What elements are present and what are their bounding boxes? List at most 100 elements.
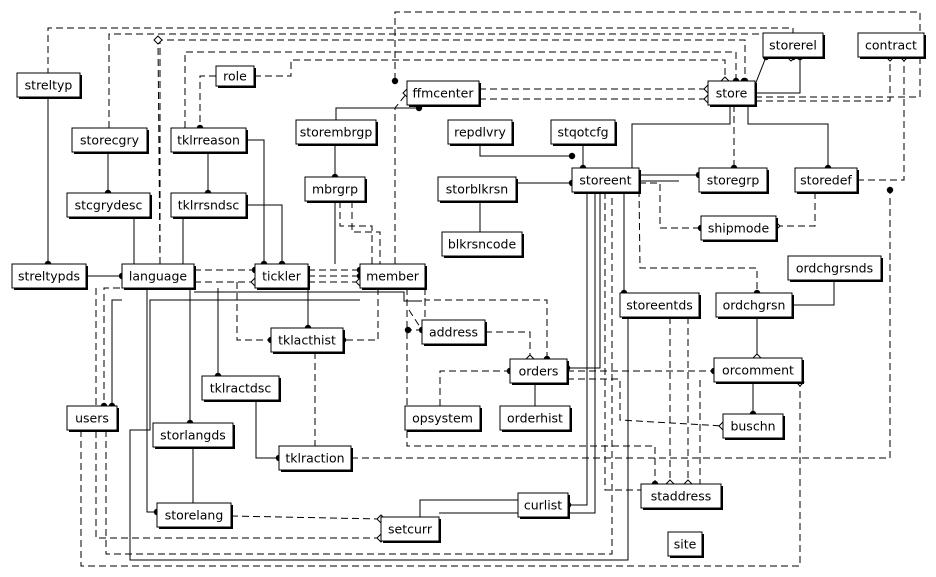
entity-box [550,119,616,145]
entity-label: repdlvry [454,125,506,140]
non-identifying-relationship-line [639,182,701,229]
entity-storedef[interactable]: storedef [794,167,859,194]
entity-box [640,483,722,509]
entity-setcurr[interactable]: setcurr [380,516,441,543]
entity-box [359,263,426,289]
entity-label: storedef [800,173,852,188]
entity-ordchgrsn[interactable]: ordchgrsn [715,292,794,319]
non-identifying-relationship-line [394,11,921,98]
entity-mbrgrp[interactable]: mbrgrp [304,176,367,203]
non-identifying-relationship-line [485,331,531,359]
optional-end-marker [153,35,163,45]
entity-tklacthist[interactable]: tklacthist [270,327,345,354]
entity-tklrrsndsc[interactable]: tklrrsndsc [170,192,248,219]
entity-storembrgp[interactable]: storembrgp [295,119,378,146]
entity-staddress[interactable]: staddress [640,483,723,510]
entity-blkrsncode[interactable]: blkrsncode [441,231,524,258]
entity-box [499,405,571,431]
identifying-relationship-line [246,139,265,264]
entity-storelang[interactable]: storelang [156,502,233,529]
entity-member[interactable]: member [359,263,427,290]
entity-label: users [75,411,109,426]
entity-storlangds[interactable]: storlangds [152,422,235,449]
entity-storblkrsn[interactable]: storblkrsn [437,176,518,203]
entity-box [278,445,352,471]
non-identifying-relationship-line [567,378,724,427]
entity-storegrp[interactable]: storegrp [698,167,769,194]
entity-label: buschn [730,419,775,434]
identifying-relationship-line [567,192,601,369]
entity-stqotcfg[interactable]: stqotcfg [550,119,617,146]
entity-ordchgrsnds[interactable]: ordchgrsnds [787,255,883,282]
entity-tklrreason[interactable]: tklrreason [170,127,248,154]
entity-box [437,176,517,202]
identifying-relationship-line [754,56,767,86]
entity-storecgry[interactable]: storecgry [71,127,149,154]
entity-shipmode[interactable]: shipmode [700,215,778,242]
non-identifying-relationship-line [439,370,510,406]
identifying-relationship-line [479,144,572,157]
entity-site[interactable]: site [667,531,704,558]
entity-orcomment[interactable]: orcomment [713,357,804,384]
entity-box [509,358,568,384]
entity-label: orders [519,364,559,379]
entity-tklractdsc[interactable]: tklractdsc [201,375,281,402]
entity-label: orderhist [507,411,563,426]
entity-box [619,292,700,318]
non-identifying-relationship-line [103,287,120,406]
entity-store[interactable]: store [707,80,757,107]
entity-box [762,32,824,58]
entity-label: tickler [262,269,302,284]
entity-box [698,167,768,193]
entity-label: ordchgrsn [723,298,786,313]
entity-label: storeentds [626,298,693,313]
entity-orderhist[interactable]: orderhist [499,405,572,432]
identifying-relationship-line [631,105,731,168]
entity-streltypds[interactable]: streltypds [11,263,88,290]
entity-address[interactable]: address [421,319,487,346]
identifying-relationship-line [568,192,588,506]
entity-streltyp[interactable]: streltyp [16,72,82,99]
entity-storeentds[interactable]: storeentds [619,292,701,319]
entity-label: streltypds [18,269,80,284]
entity-box [715,292,793,318]
entity-role[interactable]: role [215,65,256,88]
entity-label: tklraction [285,451,344,466]
identifying-relationship-line [255,400,279,459]
entity-ffmcenter[interactable]: ffmcenter [406,80,481,107]
entity-label: orcomment [722,363,794,378]
entity-language[interactable]: language [121,263,196,290]
entity-label: opsystem [412,411,473,426]
identifying-relationship-line [439,192,596,514]
entity-box [447,119,513,145]
entity-orders[interactable]: orders [509,358,569,385]
non-identifying-relationship-line [424,276,548,359]
entity-box [201,375,280,401]
entity-stcgrydesc[interactable]: stcgrydesc [66,192,152,219]
many-end-marker [568,152,576,160]
entity-contract[interactable]: contract [857,32,926,59]
entity-label: storblkrsn [446,182,508,197]
entity-opsystem[interactable]: opsystem [404,405,482,432]
entity-buschn[interactable]: buschn [722,413,785,440]
entity-repdlvry[interactable]: repdlvry [447,119,514,146]
entity-storeent[interactable]: storeent [571,167,641,194]
identifying-relationship-line [755,57,801,94]
entity-label: stcgrydesc [75,198,143,213]
entity-box [404,405,481,431]
entity-box [380,516,440,542]
non-identifying-relationship-line [236,282,271,341]
non-identifying-relationship-line [408,288,426,331]
entity-users[interactable]: users [66,405,119,432]
non-identifying-relationship-line [857,57,905,181]
entity-tickler[interactable]: tickler [254,263,310,290]
entity-box [295,119,377,145]
entity-box [441,231,523,257]
entity-tklraction[interactable]: tklraction [278,445,353,472]
entity-storerel[interactable]: storerel [762,32,825,59]
non-identifying-relationship-line [157,39,161,265]
entity-curlist[interactable]: curlist [517,492,570,519]
entity-label: role [223,69,247,84]
entity-label: storembrgp [300,125,373,140]
